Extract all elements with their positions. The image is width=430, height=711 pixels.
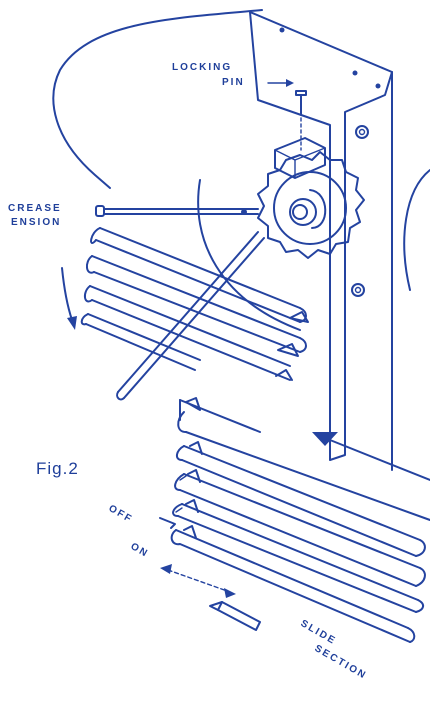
side-bracket <box>249 11 393 461</box>
plate-bolt-lower <box>351 283 365 297</box>
figure-label: Fig.2 <box>36 459 79 478</box>
slide-section-pleats <box>170 397 430 643</box>
drum-lower-curve <box>197 179 301 331</box>
guide-line <box>312 432 430 481</box>
tension-rod <box>116 231 265 401</box>
crease-label-line2: ENSION <box>11 217 61 228</box>
drum-housing <box>52 9 263 189</box>
rotation-arrow <box>61 267 77 330</box>
pin-holder-block <box>274 137 326 179</box>
ratchet-gear <box>257 151 365 259</box>
locking-label-line1: LOCKING <box>172 62 232 73</box>
bracket-rivet-top <box>279 27 285 33</box>
off-label: OFF <box>107 503 135 526</box>
housing-right-curve <box>403 169 430 291</box>
crease-label-line1: CREASE <box>8 203 62 214</box>
pleat-notches <box>175 475 187 513</box>
slide-label-line2: SECTION <box>313 643 369 682</box>
bracket-rivet-mid <box>352 70 358 76</box>
crease-tension-lever <box>95 205 259 217</box>
locking-label-line2: PIN <box>222 77 245 88</box>
locking-pin-pointer <box>267 79 294 87</box>
on-label: ON <box>129 541 151 560</box>
plate-bolt-upper <box>355 125 369 139</box>
off-on-arrows <box>159 517 261 631</box>
upper-pleats <box>80 227 309 381</box>
bracket-rivet-low <box>375 83 381 89</box>
locking-pin <box>295 90 307 116</box>
